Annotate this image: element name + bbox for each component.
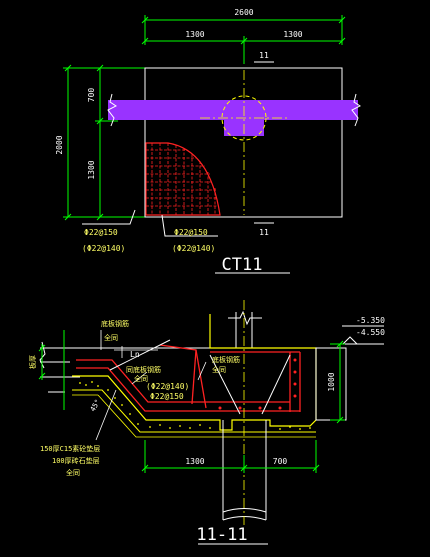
elevation-bottom: -4.550 [356,328,385,337]
plan-title: CT11 [222,255,263,275]
section-title: 11-11 [196,525,247,545]
cushion-layer [79,381,311,430]
section-bottom-dimension [141,440,320,473]
rebar-left-alt-label: (Φ22@140) [82,244,125,253]
label-right-rebar: 底板钢筋 [212,355,240,364]
rebar-leaders [82,209,218,237]
cap-section-inner [72,389,316,433]
plan-dim-left: 1300 [185,30,204,39]
cushion-label-3: 全同 [66,468,80,477]
section-mark-top: 11 [259,51,269,60]
cushion-label-1: 150厚C15素砼垫层 [40,444,100,453]
elevation-marks [342,325,384,345]
section-right-dimension [330,340,345,424]
plan-top-dimension [141,15,346,64]
plan-dim-lower: 1300 [87,160,96,179]
plan-left-dimension [63,64,145,221]
section-rebar-alt: (Φ22@140) [146,382,189,391]
elevation-top: -5.350 [356,316,385,325]
section-dim-1300: 1300 [185,457,204,466]
angle-label: 45° [89,398,102,413]
section-rebar-dots [218,358,297,410]
section-leaders [95,330,207,441]
rebar-right-alt-label: (Φ22@140) [172,244,215,253]
label-slope-rebar: 同底板钢筋 [126,365,161,374]
section-view: -5.350 -4.550 板厚 [28,300,385,545]
column-above [228,310,262,348]
plan-dim-height-total: 2000 [55,135,64,154]
pile-outline [221,95,267,141]
section-mark-bottom: 11 [259,228,269,237]
cushion-label-2: 100厚砖石垫层 [52,456,100,465]
rebar-mesh [145,142,221,216]
pile-cap-outline [144,67,343,218]
section-rebar [76,344,301,412]
section-slope-lines [109,339,291,415]
plan-dim-upper: 700 [87,88,96,103]
section-dim-1000: 1000 [327,372,336,391]
cushion-lines [72,394,316,438]
label-ln: Ln [130,350,140,359]
section-rebar-main: Φ22@150 [150,392,184,401]
left-thickness-label: 板厚 [28,355,37,369]
beam-break-lines [107,93,361,127]
label-top-rebar: 底板钢筋 [101,319,129,328]
rebar-left-label: Φ22@150 [84,228,118,237]
label-right-rebar-note: 全同 [212,365,226,374]
section-dim-700: 700 [273,457,288,466]
rebar-right-label: Φ22@150 [174,228,208,237]
plan-view: 2600 1300 1300 11 2000 700 1300 [55,8,361,275]
plan-dim-right: 1300 [283,30,302,39]
label-top-rebar-note: 全同 [104,333,118,342]
plan-dim-total: 2600 [234,8,253,17]
label-slope-rebar-note: 全同 [134,374,148,383]
left-dimension-marks [38,330,65,410]
